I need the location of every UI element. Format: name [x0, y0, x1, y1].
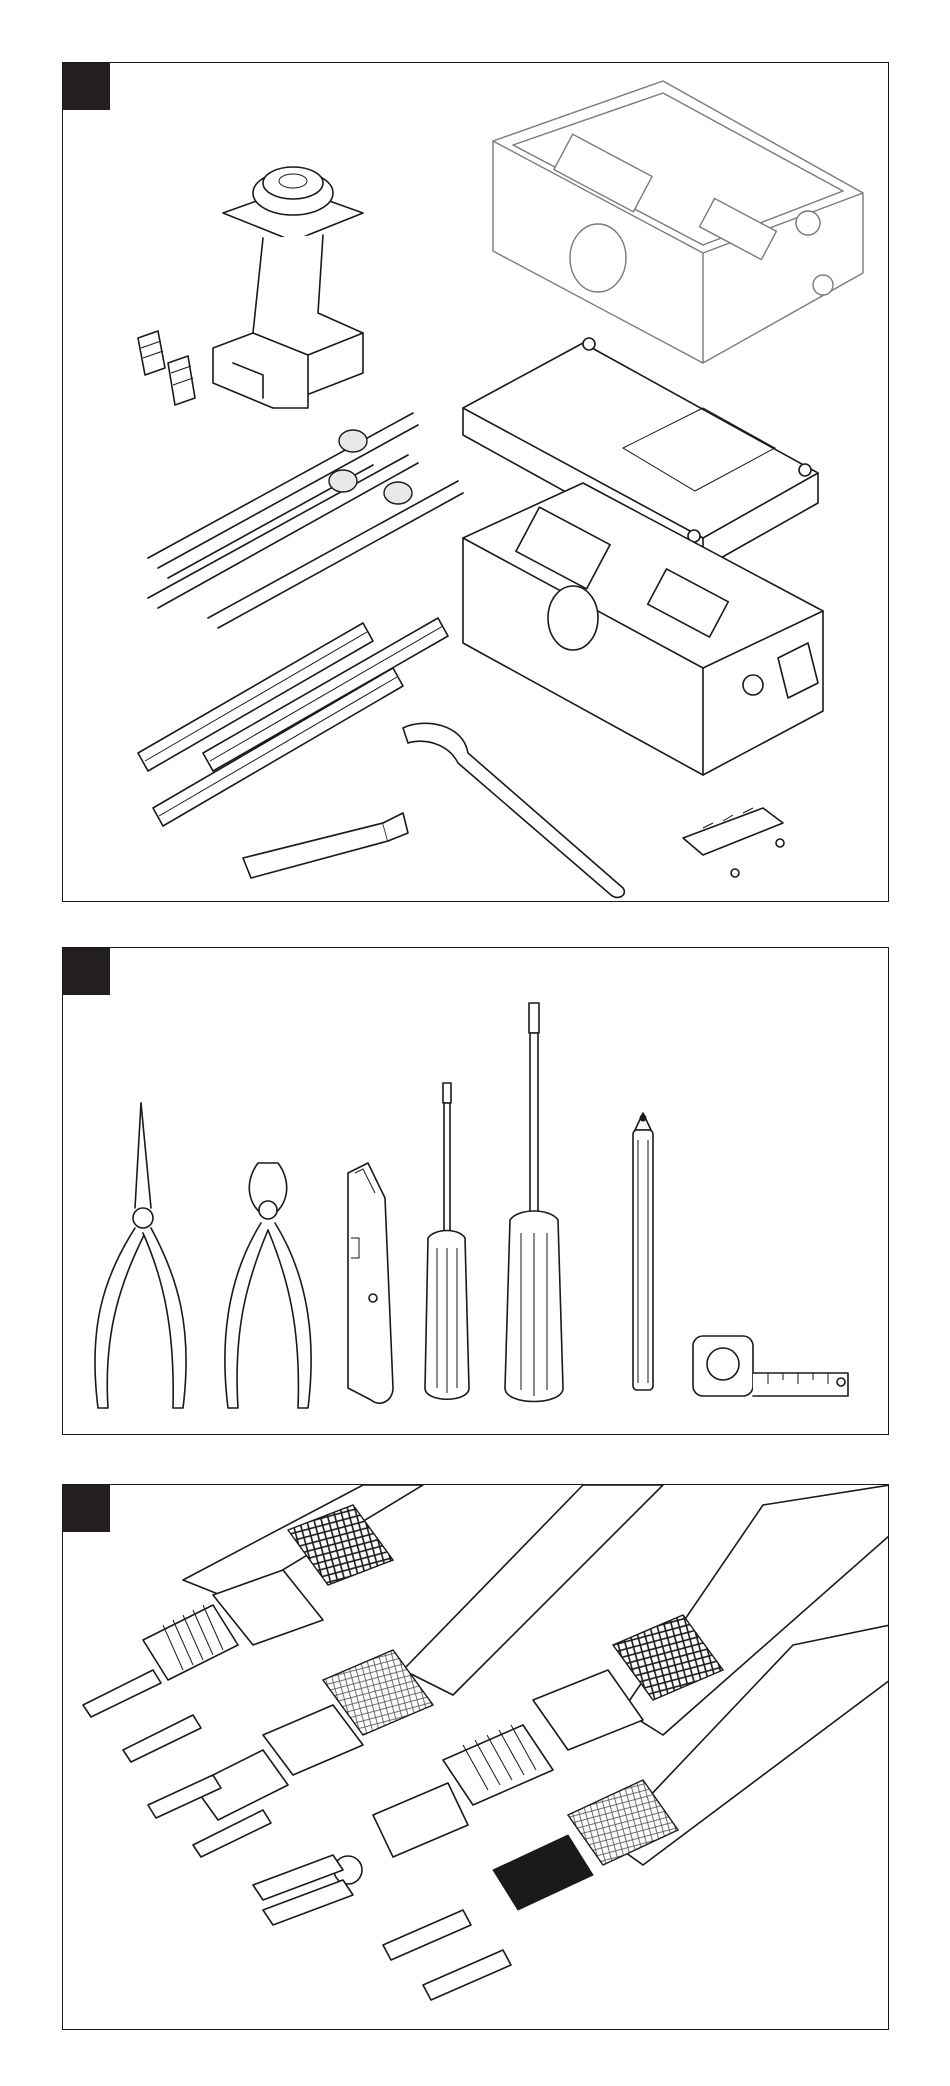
utility-knife-icon [348, 1163, 393, 1403]
hook-wrench-icon [403, 723, 624, 897]
tape-measure-icon [693, 1336, 848, 1396]
side-cutter-icon [225, 1163, 311, 1408]
junction-box-icon [493, 81, 863, 363]
kit-contents-illustration [63, 63, 889, 902]
grommet-icon [138, 331, 195, 405]
pen-icon [633, 1113, 653, 1390]
heating-cables-illustration [63, 1485, 889, 2030]
sealant-tube-icon [243, 813, 408, 878]
support-stand-icon [213, 167, 363, 408]
wire-seal-icon [148, 413, 463, 628]
panel-required-tools [62, 947, 889, 1435]
tools-illustration [63, 948, 889, 1435]
screwdriver-icon [505, 1003, 563, 1402]
needle-nose-pliers-icon [95, 1103, 186, 1408]
heat-shrink-tube-icon [138, 618, 448, 826]
panel-kit-contents [62, 62, 889, 902]
panel-heating-cable-types [62, 1484, 889, 2030]
terminal-bridge-icon [683, 808, 784, 877]
screwdriver-icon [425, 1083, 469, 1399]
